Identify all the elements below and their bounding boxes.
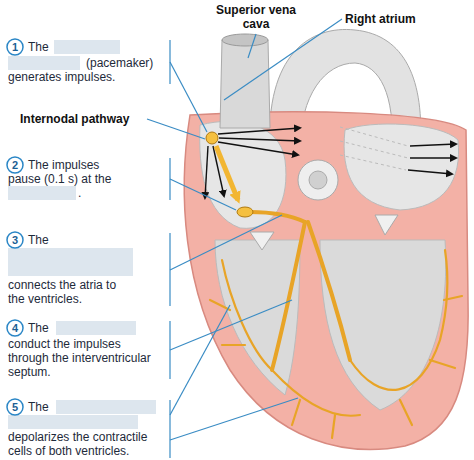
superior-vena-cava xyxy=(220,40,270,128)
superior-vena-cava xyxy=(222,34,268,46)
av-node xyxy=(237,207,253,217)
callout-text: The xyxy=(28,400,49,414)
valve xyxy=(309,171,327,189)
callout-number: 4 xyxy=(7,320,23,336)
conduction-fibers xyxy=(250,212,350,370)
valve xyxy=(298,160,338,200)
left-atrium-chamber xyxy=(344,124,458,210)
part-label: Internodal pathway xyxy=(20,112,129,126)
callout-number: 5 xyxy=(7,399,23,415)
heart-wall xyxy=(184,112,468,450)
callout-text: depolarizes the contractile cells of bot… xyxy=(8,430,168,458)
impulse-arrow xyxy=(205,128,456,198)
right-ventricle-chamber xyxy=(215,240,300,395)
purkinje-fibers xyxy=(210,250,462,438)
callout-text: The xyxy=(28,321,49,335)
internodal-pathway xyxy=(216,146,238,200)
part-label: Superior vena cava xyxy=(214,3,298,31)
callout-text: . xyxy=(78,186,81,200)
callout-text: The xyxy=(28,40,49,54)
callout-text: The xyxy=(28,233,49,247)
callout-number: 2 xyxy=(7,157,23,173)
callout-number: 3 xyxy=(7,232,23,248)
callout-text: (pacemaker) generates impulses. xyxy=(8,56,158,84)
callout-number: 1 xyxy=(7,39,23,55)
answer-blank xyxy=(8,40,156,429)
sa-node xyxy=(206,132,218,144)
callout-text: connects the atria to the ventricles. xyxy=(8,278,118,306)
callout-text: The impulses pause (0.1 s) at the xyxy=(8,158,130,186)
valve xyxy=(375,215,398,235)
valve xyxy=(250,232,274,250)
leader-line xyxy=(147,19,342,458)
part-label: Right atrium xyxy=(345,12,416,26)
impulse-path-dashed xyxy=(340,127,408,170)
callout-text: conduct the impulses through the interve… xyxy=(8,337,153,379)
